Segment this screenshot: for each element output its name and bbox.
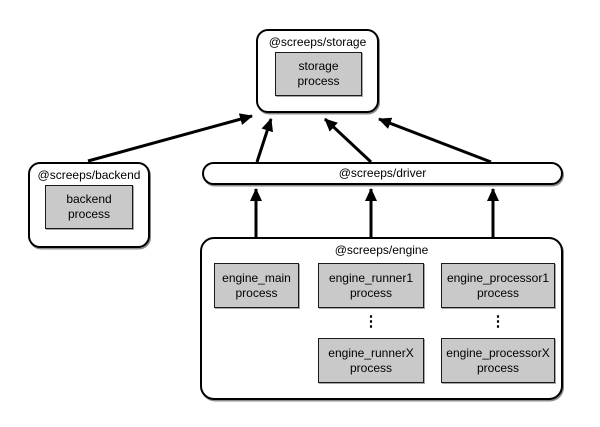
storage-node: @screeps/storage storage process (256, 29, 379, 113)
engine-processor1-process-name: engine_processor1 (446, 270, 550, 285)
engine-main-process-box: engine_main process (214, 263, 299, 308)
driver-node-label: @screeps/driver (338, 166, 427, 180)
storage-process-box: storage process (275, 52, 362, 96)
engine-node: @screeps/engine engine_main process engi… (200, 237, 563, 400)
backend-process-word: process (67, 207, 111, 221)
engine-runner1-process-box: engine_runner1 process (318, 263, 424, 308)
engine-processorX-process-word: process (476, 360, 520, 375)
storage-node-label: @screeps/storage (268, 35, 367, 49)
engine-node-label: @screeps/engine (334, 243, 429, 257)
storage-process-name: storage (298, 59, 339, 73)
backend-process-box: backend process (45, 185, 133, 229)
engine-runnerX-process-name: engine_runnerX (328, 345, 414, 360)
processor-ellipsis: ⋮ (490, 313, 506, 330)
engine-runner1-process-name: engine_runner1 (328, 270, 414, 285)
engine-main-process-name: engine_main (222, 270, 291, 285)
edge-driver-right-to-storage (378, 117, 492, 164)
engine-processor1-process-word: process (476, 285, 520, 300)
backend-node-label: @screeps/backend (37, 168, 141, 182)
engine-main-process-word: process (235, 285, 278, 300)
backend-process-name: backend (66, 192, 112, 206)
engine-processorX-process-name: engine_processorX (446, 345, 550, 360)
engine-runnerX-process-box: engine_runnerX process (318, 338, 424, 383)
edge-backend-to-storage (87, 113, 253, 163)
engine-processorX-process-box: engine_processorX process (441, 338, 555, 383)
driver-node: @screeps/driver (202, 162, 563, 185)
backend-node: @screeps/backend backend process (28, 162, 150, 248)
engine-runner1-process-word: process (349, 285, 393, 300)
engine-runnerX-process-word: process (349, 360, 393, 375)
engine-processor1-process-box: engine_processor1 process (441, 263, 555, 308)
edge-driver-middle-to-storage (323, 117, 373, 164)
storage-process-word: process (297, 74, 340, 88)
edge-driver-left-to-storage (255, 118, 273, 163)
runner-ellipsis: ⋮ (363, 313, 379, 330)
